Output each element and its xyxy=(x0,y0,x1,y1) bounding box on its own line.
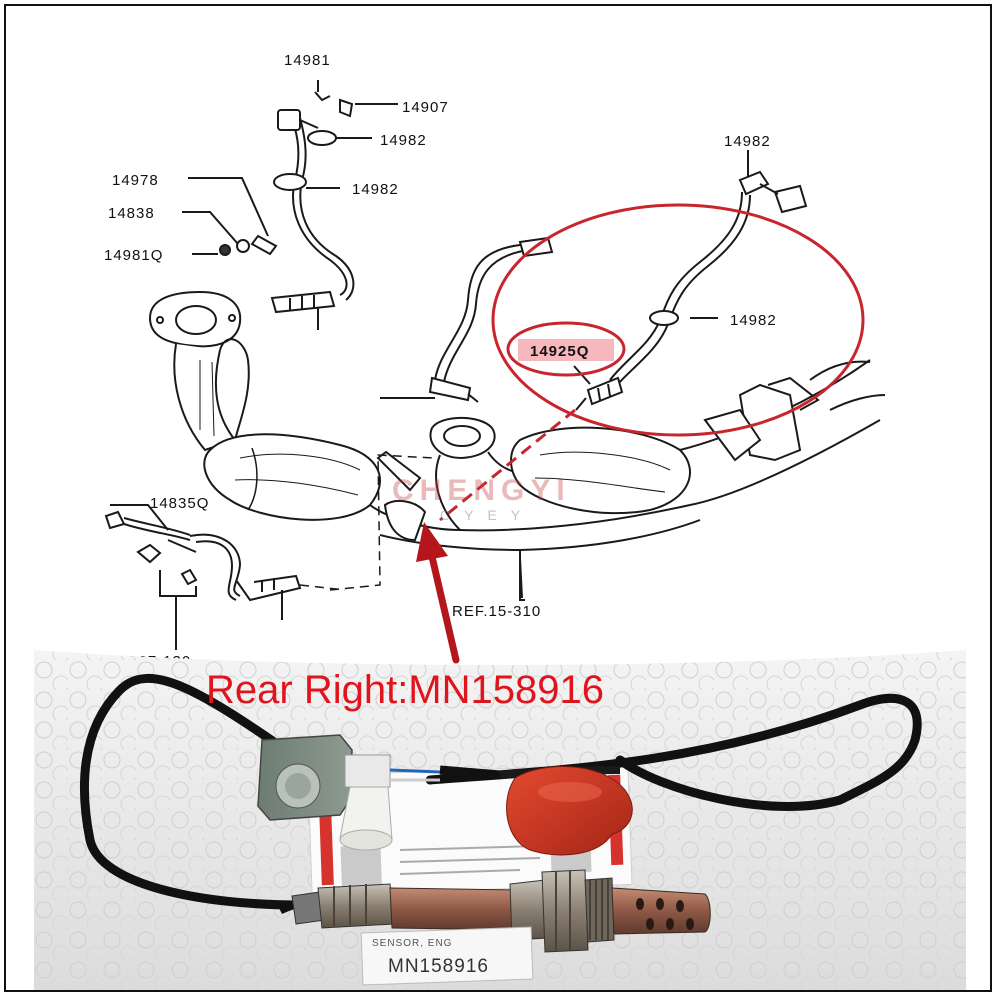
watermark: CHENGYI xyxy=(392,474,571,507)
highlight-ellipse xyxy=(491,203,865,437)
red-dashed-pointer xyxy=(439,408,576,522)
label-14838: 14838 xyxy=(108,205,155,222)
label-14981: 14981 xyxy=(284,52,331,69)
label-14982-top: 14982 xyxy=(380,132,427,149)
part-tag: SENSOR, ENG MN158916 xyxy=(360,926,534,986)
oxygen-sensor-body xyxy=(277,869,711,953)
caption-rear-right: Rear Right:MN158916 xyxy=(206,668,604,712)
exhaust-diagram xyxy=(104,80,886,650)
label-14981Q: 14981Q xyxy=(104,247,163,264)
tag-part-number: MN158916 xyxy=(388,956,489,977)
label-14925Q: 14925Q xyxy=(530,343,589,360)
label-ref-15-310: REF.15-310 xyxy=(452,603,541,620)
label-14907: 14907 xyxy=(402,99,449,116)
label-highlight-fill xyxy=(518,339,614,361)
label-14982-right-top: 14982 xyxy=(724,133,771,150)
red-arrow xyxy=(416,522,460,664)
label-14978: 14978 xyxy=(112,172,159,189)
product-photo: SENSOR, ENG MN158916 xyxy=(34,650,966,990)
red-protective-cap xyxy=(506,766,633,856)
watermark-sub: CYEY xyxy=(440,507,534,523)
connector-plug xyxy=(257,734,501,851)
tag-header: SENSOR, ENG xyxy=(372,938,452,949)
label-14982-mid: 14982 xyxy=(352,181,399,198)
label-highlight-ellipse xyxy=(506,321,626,377)
label-14982-right: 14982 xyxy=(730,312,777,329)
label-14835Q: 14835Q xyxy=(150,495,209,512)
rear-right-sensor-harness xyxy=(575,170,808,411)
